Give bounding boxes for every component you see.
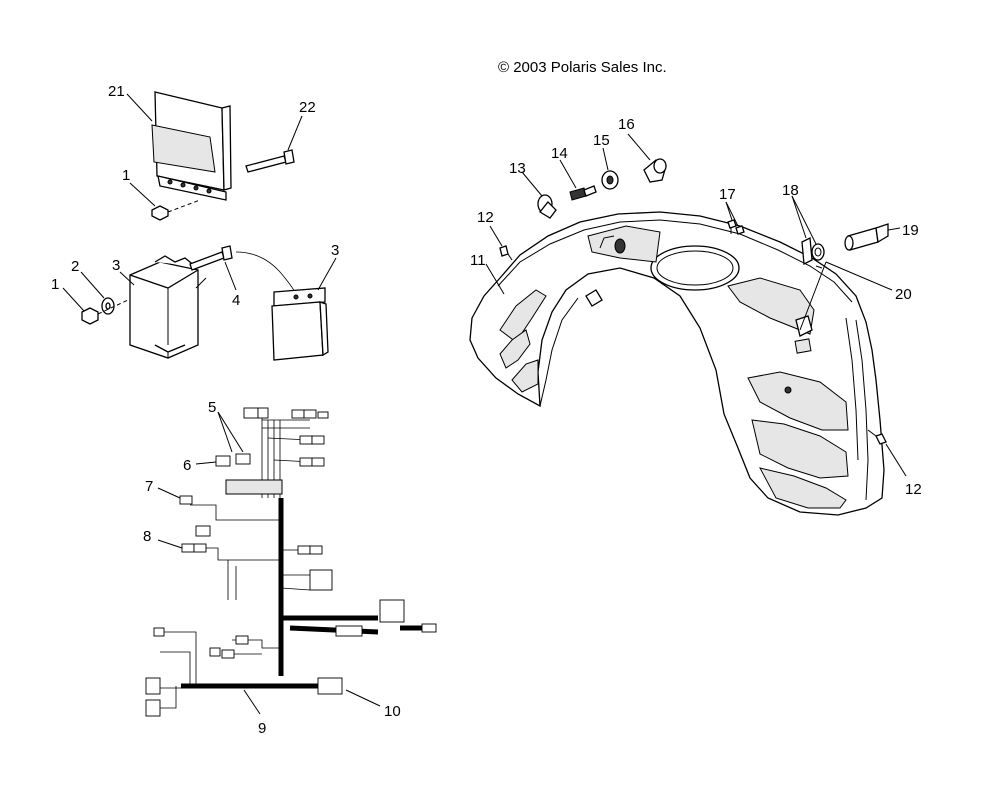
- callout-8: 8: [143, 528, 151, 545]
- leader-4: [224, 261, 237, 291]
- leader-18a: [791, 195, 807, 239]
- callout-22: 22: [299, 99, 316, 116]
- leader-22: [287, 115, 303, 151]
- clip-part-17: [727, 219, 745, 235]
- leader-13: [521, 171, 543, 197]
- callout-4: 4: [232, 292, 240, 309]
- callout-5: 5: [208, 399, 216, 416]
- dash-panel-part-11: [469, 211, 885, 516]
- callout-3-left: 3: [112, 257, 120, 274]
- wiring-harness-part-9: [158, 411, 422, 709]
- leader-20a: [825, 261, 893, 291]
- socket-part-19: [844, 223, 889, 251]
- leader-11: [485, 263, 505, 295]
- callout-1-top: 1: [122, 167, 130, 184]
- leader-17b: [725, 201, 739, 227]
- screw-part-12-upper: [499, 245, 513, 261]
- regulator-part-3-left: [129, 255, 199, 359]
- callout-3-right: 3: [331, 242, 339, 259]
- leader-19: [887, 227, 901, 231]
- leader-21: [126, 93, 153, 122]
- cdi-module-part: [151, 91, 232, 201]
- leader-12-lower: [885, 443, 907, 477]
- bolt-axis-left: [97, 299, 129, 315]
- leader-12-upper: [489, 225, 503, 247]
- leader-14: [559, 159, 577, 189]
- leader-15: [602, 147, 609, 171]
- callout-12-upper: 12: [477, 209, 494, 226]
- callout-2: 2: [71, 258, 79, 275]
- callout-10: 10: [384, 703, 401, 720]
- callout-18: 18: [782, 182, 799, 199]
- leader-9: [243, 689, 261, 715]
- callout-14: 14: [551, 145, 568, 162]
- callout-16: 16: [618, 116, 635, 133]
- callout-20: 20: [895, 286, 912, 303]
- callout-13: 13: [509, 160, 526, 177]
- leader-8: [157, 539, 183, 549]
- connector-bank-part-5: [215, 407, 329, 495]
- callout-17: 17: [719, 186, 736, 203]
- module-part-3-right: [235, 251, 329, 361]
- key-part-14: [569, 185, 597, 201]
- leader-16: [627, 133, 651, 161]
- leader-2: [80, 271, 105, 299]
- callout-1-left: 1: [51, 276, 59, 293]
- leader-6: [195, 461, 217, 465]
- screw-part-12-lower: [867, 429, 887, 445]
- connector-part-8: [181, 525, 211, 553]
- leader-5a: [217, 411, 233, 453]
- callout-21: 21: [108, 83, 125, 100]
- leader-7: [157, 487, 181, 499]
- washer-part-2: [101, 297, 115, 315]
- leader-5b: [217, 411, 244, 453]
- knob-part-16: [643, 158, 667, 183]
- bolt-part-4: [189, 245, 233, 289]
- callout-9: 9: [258, 720, 266, 737]
- leader-3-right: [317, 257, 337, 291]
- leader-1-left: [62, 287, 85, 312]
- switch-part-18: [801, 236, 825, 269]
- ignition-part-15: [601, 170, 619, 190]
- copyright-text: © 2003 Polaris Sales Inc.: [498, 59, 667, 76]
- callout-7: 7: [145, 478, 153, 495]
- callout-12-lower: 12: [905, 481, 922, 498]
- leader-20b: [799, 261, 827, 331]
- nut-part-1-left: [81, 307, 99, 325]
- leader-18b: [791, 195, 817, 245]
- bolt-part-22: [245, 149, 295, 173]
- leader-1-top: [129, 182, 156, 207]
- connector-part-7: [179, 495, 193, 505]
- leader-10: [345, 689, 381, 707]
- harness-right-connectors: [145, 545, 437, 717]
- callout-19: 19: [902, 222, 919, 239]
- leader-3-left: [119, 271, 135, 286]
- plug-part-13: [537, 194, 557, 219]
- callout-15: 15: [593, 132, 610, 149]
- callout-6: 6: [183, 457, 191, 474]
- nut-part-1-top: [151, 199, 201, 221]
- callout-11: 11: [470, 252, 486, 269]
